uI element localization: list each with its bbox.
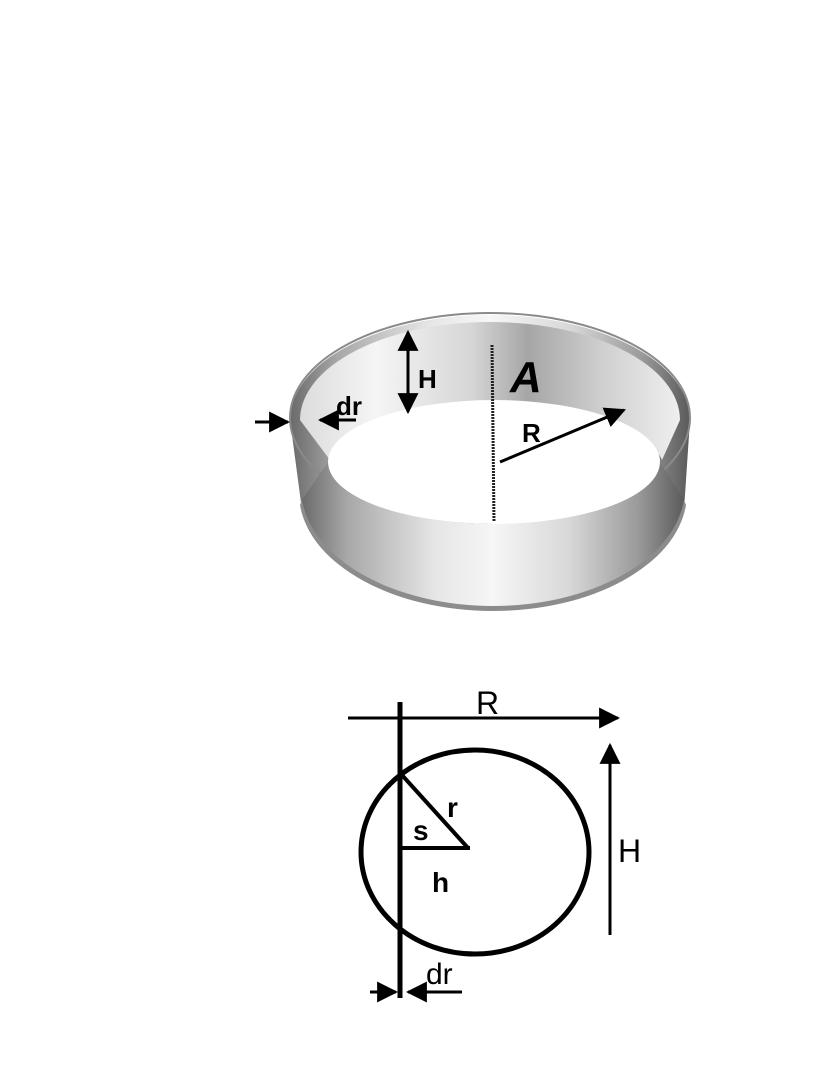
ring-front-band xyxy=(302,462,684,606)
cs-hypotenuse xyxy=(399,772,470,850)
cs-segment-label: s xyxy=(413,815,429,846)
thickness-label: dr xyxy=(336,391,362,421)
area-label: A xyxy=(509,353,542,402)
ring-axis xyxy=(490,344,496,523)
cs-radius-label: R xyxy=(476,685,499,721)
ring-inner-wall xyxy=(300,322,680,460)
cs-offset-label: h xyxy=(432,867,449,898)
radius-arrow xyxy=(499,407,626,464)
radius-label: R xyxy=(522,418,541,448)
cs-height-label: H xyxy=(618,833,641,869)
cross-section-diagram: R H r s h dr xyxy=(348,685,641,1003)
cs-circle-radius-label: r xyxy=(447,792,458,823)
cs-ellipse xyxy=(358,747,592,957)
cs-thickness-label: dr xyxy=(426,958,453,991)
height-label: H xyxy=(418,364,437,394)
ring-diagram: H dr A R xyxy=(255,312,691,612)
